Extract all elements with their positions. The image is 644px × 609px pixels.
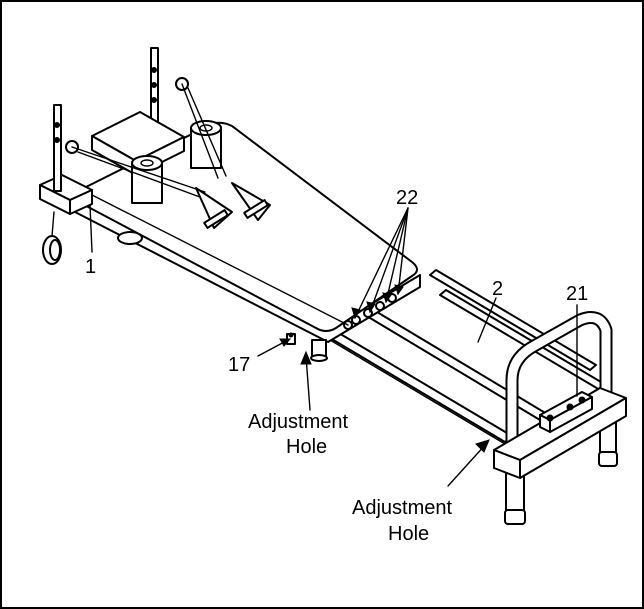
label-part-17: 17: [228, 354, 250, 376]
label-adjustment-hole-1-line1: Adjustment: [248, 411, 348, 433]
label-part-22: 22: [396, 187, 418, 209]
label-adjustment-hole-2-line1: Adjustment: [352, 497, 452, 519]
label-adjustment-hole-2-line2: Hole: [388, 523, 429, 545]
label-part-21: 21: [566, 283, 588, 305]
label-part-1: 1: [85, 256, 96, 278]
label-part-2: 2: [492, 278, 503, 300]
label-adjustment-hole-1-line2: Hole: [286, 436, 327, 458]
